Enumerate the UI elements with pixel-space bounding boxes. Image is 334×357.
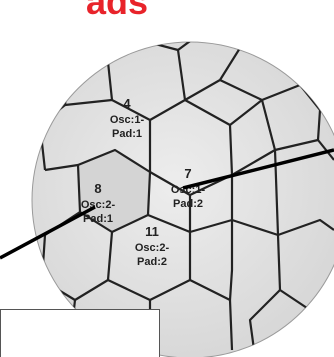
svg-text:4: 4: [123, 96, 131, 111]
svg-text:11: 11: [145, 224, 159, 239]
svg-text:8: 8: [94, 181, 101, 196]
cell-11-label: 11 Osc:2- Pad:2: [135, 224, 170, 268]
svg-text:Osc:1-: Osc:1-: [110, 114, 145, 126]
svg-text:Osc:2-: Osc:2-: [81, 199, 116, 211]
svg-text:Pad:2: Pad:2: [173, 198, 203, 210]
page-title: ads: [0, 0, 148, 20]
pointer-line-cell-8: [0, 205, 96, 260]
cell-7-label: 7 Osc:1- Pad:2: [171, 166, 206, 210]
cell-4-label: 4 Osc:1- Pad:1: [110, 96, 145, 140]
callout-box: [0, 309, 160, 357]
svg-text:Pad:1: Pad:1: [112, 128, 142, 140]
svg-text:Pad:1: Pad:1: [83, 213, 113, 225]
svg-text:Pad:2: Pad:2: [137, 256, 167, 268]
cell-8-shade: [78, 150, 150, 232]
svg-text:7: 7: [184, 166, 191, 181]
pointer-line-cell-7: [182, 148, 334, 190]
svg-text:Osc:1-: Osc:1-: [171, 184, 206, 196]
svg-text:Osc:2-: Osc:2-: [135, 242, 170, 254]
